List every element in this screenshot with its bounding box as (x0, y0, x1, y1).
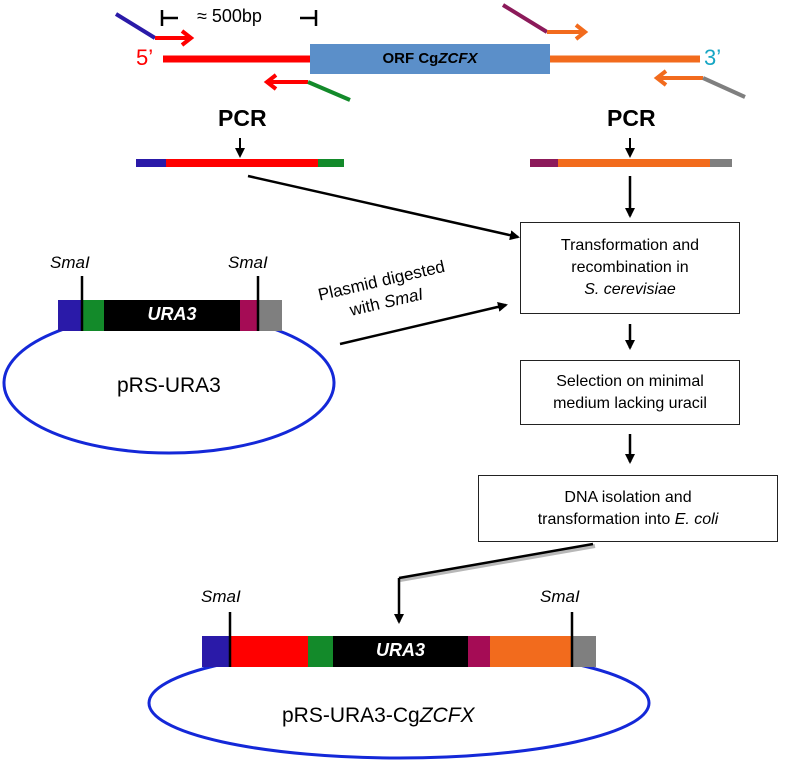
dna-isolation-box: DNA isolation and transformation into E.… (478, 475, 778, 542)
plasmid1-seg-ura3 (104, 300, 240, 331)
left-fwd-primer-tail (114, 12, 157, 40)
left-rev-primer-head (263, 73, 278, 91)
pcr-right-product-orange (558, 159, 710, 167)
right-rev-primer-tail (702, 76, 746, 99)
dna-to-plasmid2-shadow (399, 544, 596, 582)
pcr-right-product-gray (710, 159, 732, 167)
orf-label-prefix: ORF Cg (382, 50, 439, 67)
left-product-to-box-arrow (247, 174, 520, 241)
plasmid2-name-gene: ZCFX (419, 704, 475, 727)
dna-line2-prefix: transformation into (537, 510, 675, 528)
plasmid2-smai-left-label: SmaI (201, 587, 241, 606)
orf-label: ORF CgZCFX (310, 50, 550, 67)
orf-box (310, 44, 550, 74)
pcr-left-product-green (318, 159, 344, 167)
pcr-right-product-maroon (530, 159, 558, 167)
size-label: ≈ 500bp (197, 6, 262, 26)
plasmid2-name: pRS-URA3-CgZCFX (282, 704, 475, 728)
dna-line2-species: E. coli (674, 510, 719, 528)
plasmid2-ura3-label: URA3 (375, 640, 425, 660)
plasmid1-smai-left-label: SmaI (50, 253, 90, 272)
digest-arrow (339, 301, 508, 346)
left-fwd-primer-head (180, 29, 195, 47)
transformation-line2: recombination in (571, 259, 689, 276)
plasmid2-smai-right-label: SmaI (540, 587, 580, 606)
plasmid2-seg-gray (572, 636, 596, 667)
pcr-left-product-blue (136, 159, 166, 167)
transformation-box: Transformation and recombination in S. c… (520, 222, 740, 314)
transformation-line3: S. cerevisiae (584, 281, 676, 298)
pcr-left-label: PCR (218, 105, 267, 131)
plasmid1-seg-maroon (240, 300, 258, 331)
five-prime-label: 5’ (136, 45, 154, 70)
plasmid1-name: pRS-URA3 (117, 374, 221, 397)
selection-box: Selection on minimal medium lacking urac… (520, 360, 740, 425)
plasmid2-seg-orange (490, 636, 572, 667)
plasmid1-ura3-label: URA3 (147, 304, 197, 324)
plasmid1-seg-gray (258, 300, 282, 331)
right-rev-primer-head (653, 69, 668, 87)
right-fwd-primer-head (574, 23, 589, 41)
right-fwd-primer-tail (501, 3, 549, 34)
dna-to-plasmid2-line (398, 542, 594, 580)
dna-line2: transformation into E. coli (538, 509, 719, 531)
plasmid1-smai-right-label: SmaI (228, 253, 268, 272)
dna-line1: DNA isolation and (564, 488, 692, 506)
pcr-left-product-red (166, 159, 318, 167)
plasmid2-seg-blue (202, 636, 230, 667)
transformation-line1: Transformation and (560, 237, 700, 254)
selection-line2: medium lacking uracil (553, 394, 707, 412)
pcr-right-label: PCR (607, 105, 656, 131)
plasmid2-seg-maroon (468, 636, 490, 667)
plasmid2-name-prefix: pRS-URA3-Cg (282, 704, 420, 727)
plasmid1-seg-blue (58, 300, 82, 331)
orf-label-gene: ZCFX (438, 50, 478, 67)
plasmid2-seg-green (308, 636, 333, 667)
three-prime-label: 3’ (704, 45, 722, 70)
left-rev-primer-tail (307, 80, 351, 102)
selection-line1: Selection on minimal (556, 372, 704, 390)
plasmid2-seg-red (230, 636, 308, 667)
plasmid1-seg-green (82, 300, 104, 331)
plasmid2-seg-ura3 (333, 636, 468, 667)
